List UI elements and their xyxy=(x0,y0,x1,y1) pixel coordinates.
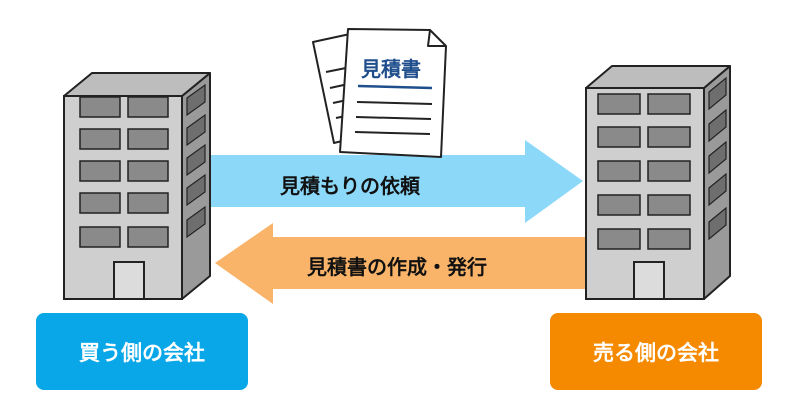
request-arrow-label: 見積もりの依頼 xyxy=(280,174,420,198)
document-title: 見積書 xyxy=(361,57,421,81)
request-arrow xyxy=(207,140,583,223)
issue-arrow-label: 見積書の作成・発行 xyxy=(307,255,487,279)
seller-building xyxy=(585,65,731,300)
buyer-building xyxy=(63,72,211,300)
seller-company-label: 売る側の会社 xyxy=(550,313,762,390)
buyer-company-label: 買う側の会社 xyxy=(36,313,248,390)
issue-arrow xyxy=(215,223,590,304)
document-icon xyxy=(312,28,447,158)
